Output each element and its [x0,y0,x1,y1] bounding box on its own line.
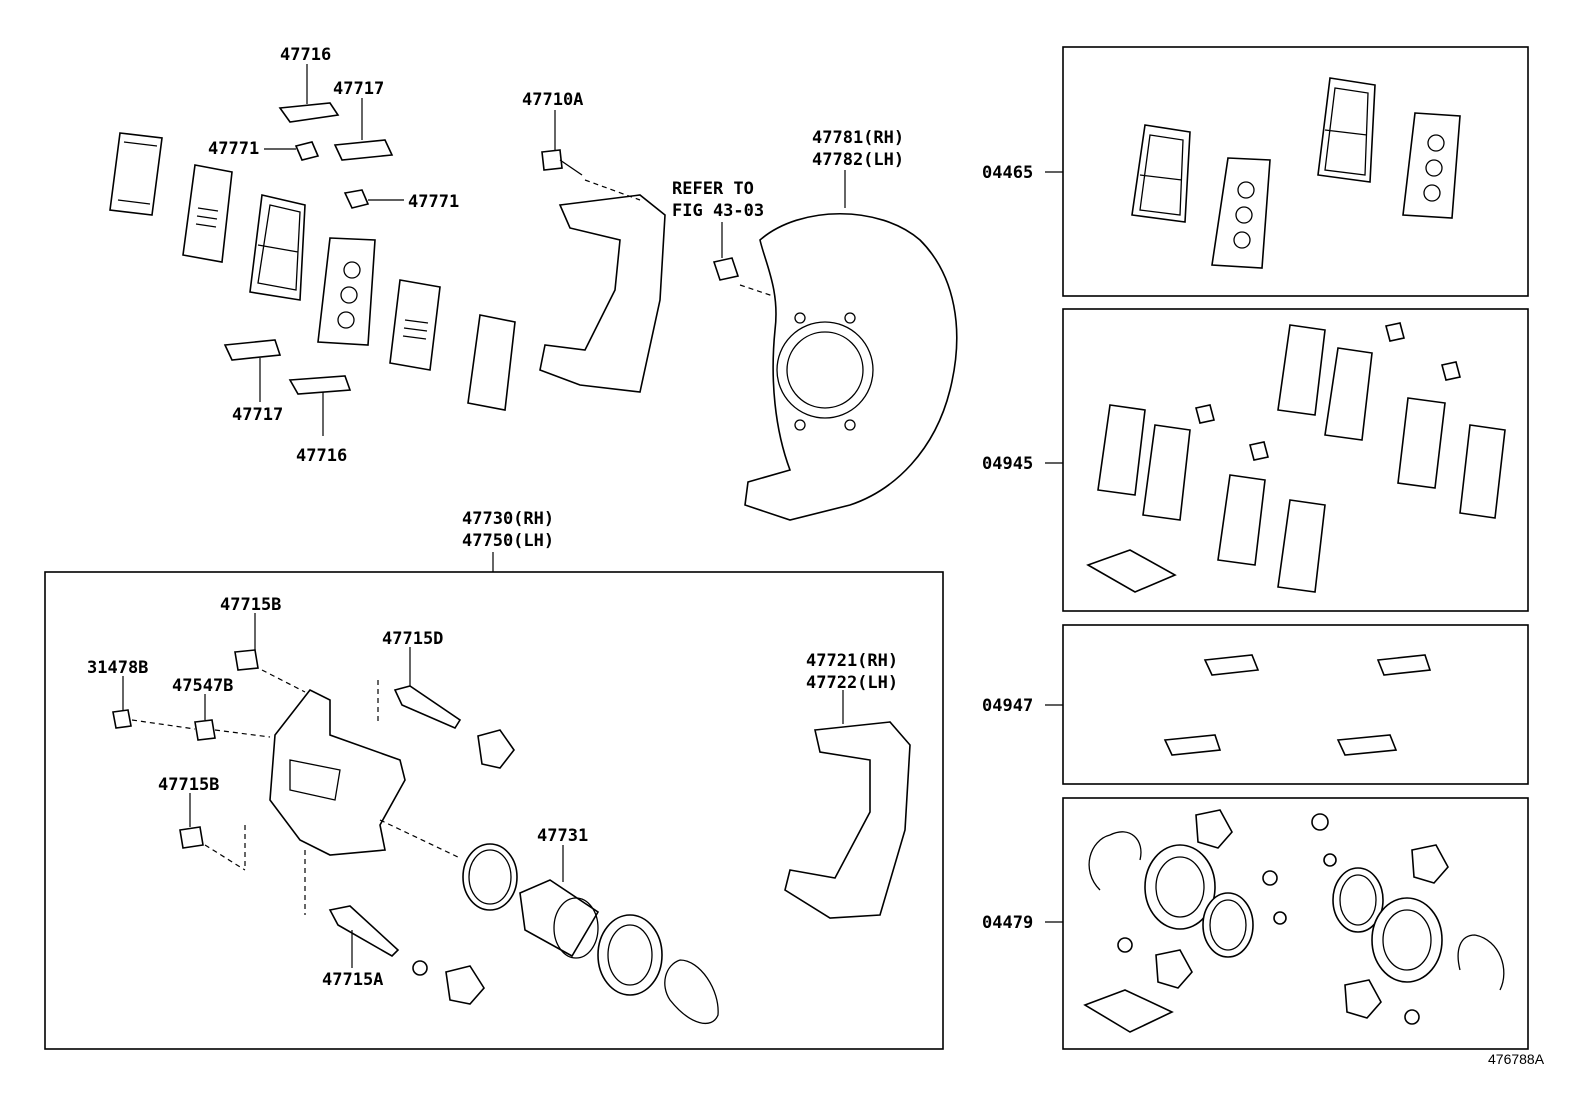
label-47771-a: 47771 [208,139,259,159]
bolt-47715B-a [234,649,259,671]
figure-id: 476788A [1488,1051,1545,1067]
label-kit-04945: 04945 [982,454,1033,474]
label-47722: 47722(LH) [806,673,898,693]
mounting-bracket [539,194,666,393]
kit-box-04465 [1062,46,1529,297]
bolt-47710A [541,149,563,171]
label-47750: 47750(LH) [462,531,554,551]
caliper-body [269,688,406,856]
outer-shim-left [109,132,163,216]
piston-seal [462,843,518,911]
inner-shim-left [182,164,233,263]
brake-pad-outer [249,194,306,301]
label-47730: 47730(RH) [462,509,554,529]
guide-pin-47715A [328,905,400,957]
bushing-lower [412,960,428,976]
label-kit-04465: 04465 [982,163,1033,183]
kit-box-04945 [1062,308,1529,612]
label-47716-top: 47716 [280,45,331,65]
inner-shim-right [389,279,441,371]
label-47721: 47721(RH) [806,651,898,671]
bleeder-plug-31478B [112,709,132,729]
boot-lower [445,965,485,1005]
label-47781: 47781(RH) [812,128,904,148]
kit-04945-shims [1086,322,1506,593]
label-fig-43-03: FIG 43-03 [672,201,764,221]
label-47771-b: 47771 [408,192,459,212]
label-47717-top: 47717 [333,79,384,99]
bleeder-plug-47547B [194,719,216,741]
brake-pad-inner [317,237,376,346]
disc-brake-dust-cover: 47781(RH) 47782(LH) [744,128,958,521]
guide-pin-47715D [393,685,462,730]
refer-bolt [712,257,740,281]
label-47715D: 47715D [382,629,443,649]
caliper-assembly-labels: 47715B 47715D 31478B 47547B 47715B 47731… [87,595,898,990]
boot-upper [477,729,515,769]
pad-clip-47717-bot [223,339,282,361]
pad-clip-47717-top [333,139,394,161]
label-47782: 47782(LH) [812,150,904,170]
label-47715B-a: 47715B [220,595,281,615]
label-47547B: 47547B [172,676,233,696]
label-refer-to: REFER TO [672,179,754,199]
pad-clip-47716-top [278,102,340,123]
set-ring [664,959,719,1024]
label-47715A: 47715A [322,970,383,990]
label-47715B-b: 47715B [158,775,219,795]
pad-shims-group [109,64,516,436]
label-47717-bot: 47717 [232,405,283,425]
dust-cover-shape [744,212,958,521]
kit-04479-seals [1083,809,1505,1033]
label-kit-04947: 04947 [982,696,1033,716]
label-47716-bot: 47716 [296,446,347,466]
outer-shim-right [467,314,516,411]
kit-04947-clips [1163,654,1432,756]
caliper-assembly-parts [112,613,911,1024]
caliper-bracket-top: 47710A REFER TO FIG 43-03 [522,90,786,393]
label-47710A: 47710A [522,90,583,110]
label-47731: 47731 [537,826,588,846]
label-kit-04479: 04479 [982,913,1033,933]
pad-clip-47716-bot [288,375,352,395]
pad-clip-47771-b [343,189,370,209]
caliper-mount-47721 [784,721,911,919]
kit-box-04479 [1062,797,1529,1050]
kit-box-04947 [1062,624,1529,785]
caliper-assembly-box [44,571,944,1050]
pad-clip-47771-a [294,141,320,161]
top-left-labels: 47716 47717 47771 47771 47717 47716 [208,45,459,466]
label-31478B: 31478B [87,658,148,678]
piston-47731 [519,879,600,958]
bolt-47715B-b [179,826,204,849]
kit-04465-pads [1131,77,1461,269]
